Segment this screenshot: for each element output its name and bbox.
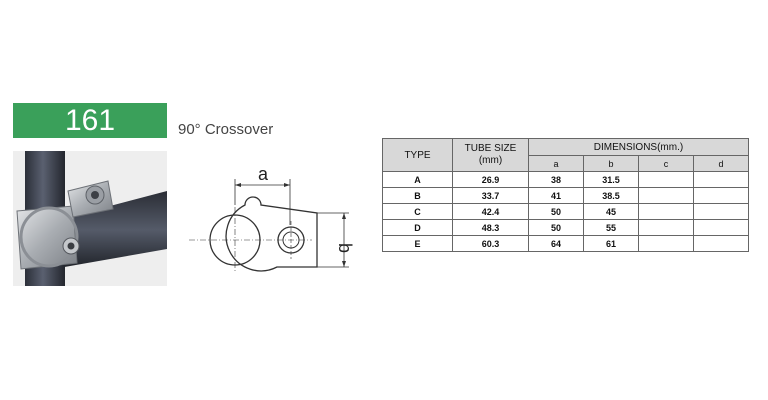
cell-d (693, 235, 749, 252)
cell-type: E (382, 235, 453, 252)
cell-tube: 48.3 (452, 219, 529, 236)
cell-tube: 33.7 (452, 187, 529, 204)
dimensions-table: TYPE TUBE SIZE (mm) DIMENSIONS(mm.) a b … (382, 138, 749, 252)
cell-type: D (382, 219, 453, 236)
cell-b: 61 (583, 235, 639, 252)
tube-size-header-line1: TUBE SIZE (464, 143, 517, 154)
cell-d (693, 203, 749, 220)
cell-b: 38.5 (583, 187, 639, 204)
cell-d (693, 219, 749, 236)
cell-c (638, 203, 694, 220)
cell-d (693, 171, 749, 188)
table-row: B 33.7 41 38.5 (382, 187, 749, 204)
type-header: TYPE (382, 138, 453, 172)
cell-b: 55 (583, 219, 639, 236)
cell-type: C (382, 203, 453, 220)
crossover-technical-drawing: a b (187, 165, 357, 275)
product-title: 90° Crossover (178, 121, 274, 138)
cell-c (638, 219, 694, 236)
table-row: D 48.3 50 55 (382, 219, 749, 236)
dim-column-d: d (693, 155, 749, 172)
dimensions-header: DIMENSIONS(mm.) (528, 138, 749, 156)
table-row: E 60.3 64 61 (382, 235, 749, 252)
cell-a: 50 (528, 219, 584, 236)
cell-a: 64 (528, 235, 584, 252)
cell-tube: 26.9 (452, 171, 529, 188)
cell-c (638, 235, 694, 252)
table-row: C 42.4 50 45 (382, 203, 749, 220)
tube-size-header-line2: (mm) (478, 155, 503, 166)
cell-a: 38 (528, 171, 584, 188)
dim-column-b: b (583, 155, 639, 172)
dimension-a-label: a (258, 165, 269, 184)
cell-b: 31.5 (583, 171, 639, 188)
dim-column-a: a (528, 155, 584, 172)
dimension-b-label: b (335, 243, 355, 253)
cell-c (638, 171, 694, 188)
cell-tube: 60.3 (452, 235, 529, 252)
table-row: A 26.9 38 31.5 (382, 171, 749, 188)
cell-type: A (382, 171, 453, 188)
cell-b: 45 (583, 203, 639, 220)
cell-a: 50 (528, 203, 584, 220)
cell-type: B (382, 187, 453, 204)
cell-tube: 42.4 (452, 203, 529, 220)
cell-d (693, 187, 749, 204)
crossover-fitting-photo (13, 151, 167, 286)
tube-size-header: TUBE SIZE (mm) (452, 138, 529, 172)
cell-c (638, 187, 694, 204)
cell-a: 41 (528, 187, 584, 204)
product-code-badge: 161 (13, 103, 167, 138)
dim-column-c: c (638, 155, 694, 172)
